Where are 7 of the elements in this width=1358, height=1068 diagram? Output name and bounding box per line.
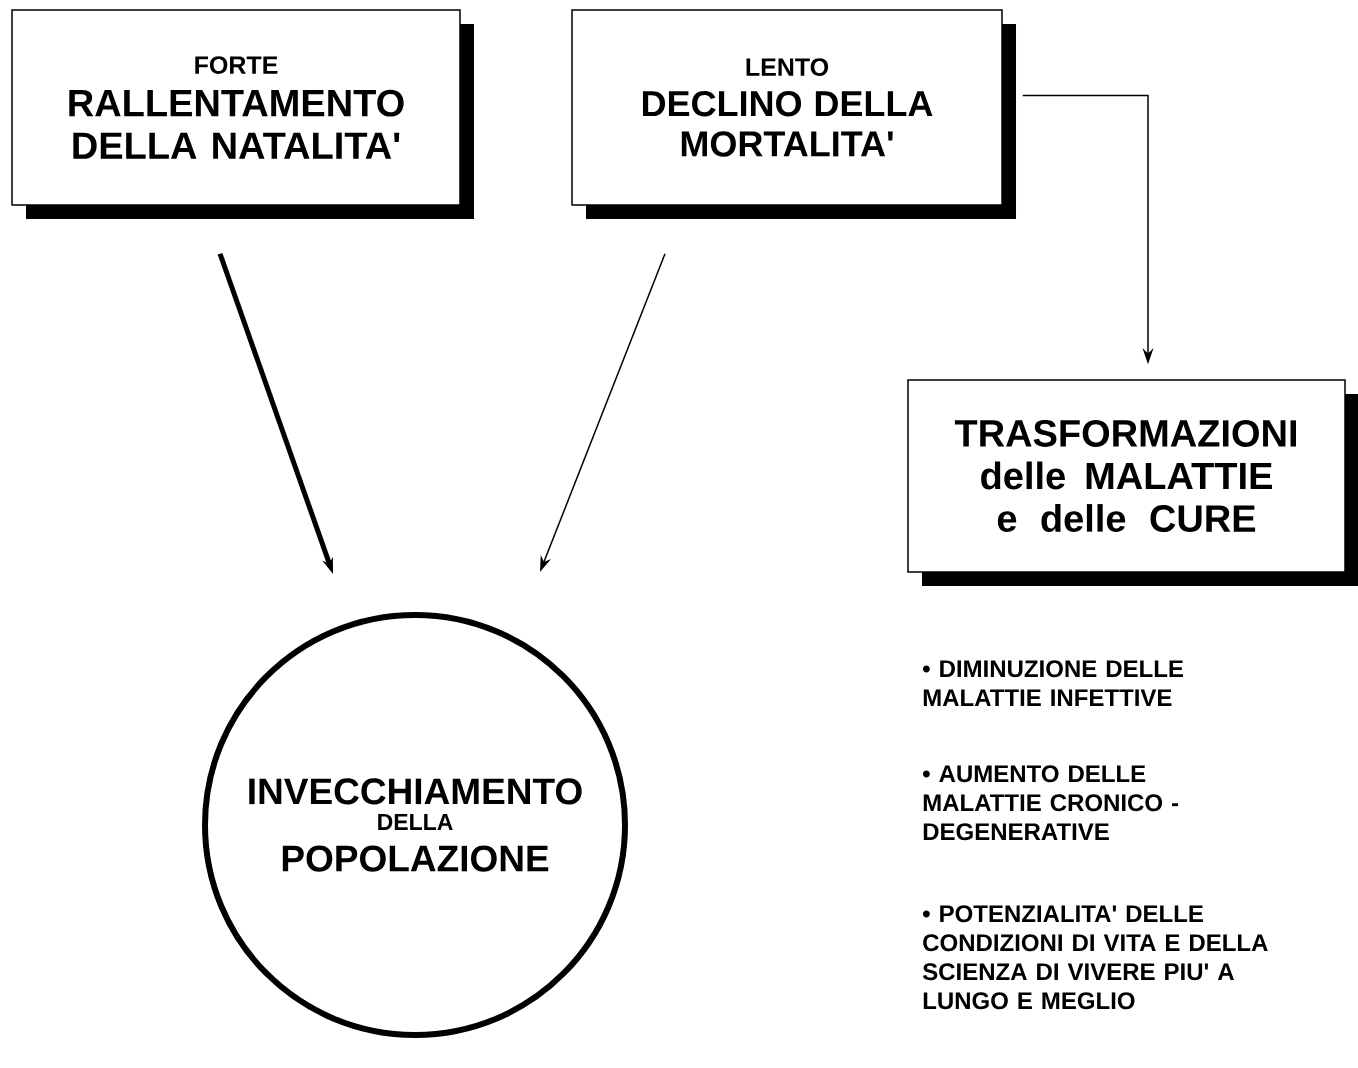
bullet-text: • DIMINUZIONE DELLE MALATTIE INFETTIVE bbox=[923, 660, 1183, 706]
circle-node: INVECCHIAMENTO DELLA POPOLAZIONE bbox=[202, 612, 628, 1038]
shadowed-box: TRASFORMAZIONI delle MALATTIE e delle CURE bbox=[907, 379, 1358, 586]
bullet-text: • AUMENTO DELLE MALATTIE CRONICO - DEGENERATIVE bbox=[923, 765, 1179, 841]
bullet-text: • POTENZIALITA' DELLE CONDIZIONI DI VITA E DELLA SCIENZA DI VIVERE PIU' A LUNGO E MEGLIO bbox=[922, 905, 1268, 1010]
shadowed-box: FORTE RALLENTAMENTO DELLA NATALITA' bbox=[11, 9, 474, 219]
shadowed-box: LENTO DECLINO DELLA MORTALITA' bbox=[571, 9, 1016, 219]
